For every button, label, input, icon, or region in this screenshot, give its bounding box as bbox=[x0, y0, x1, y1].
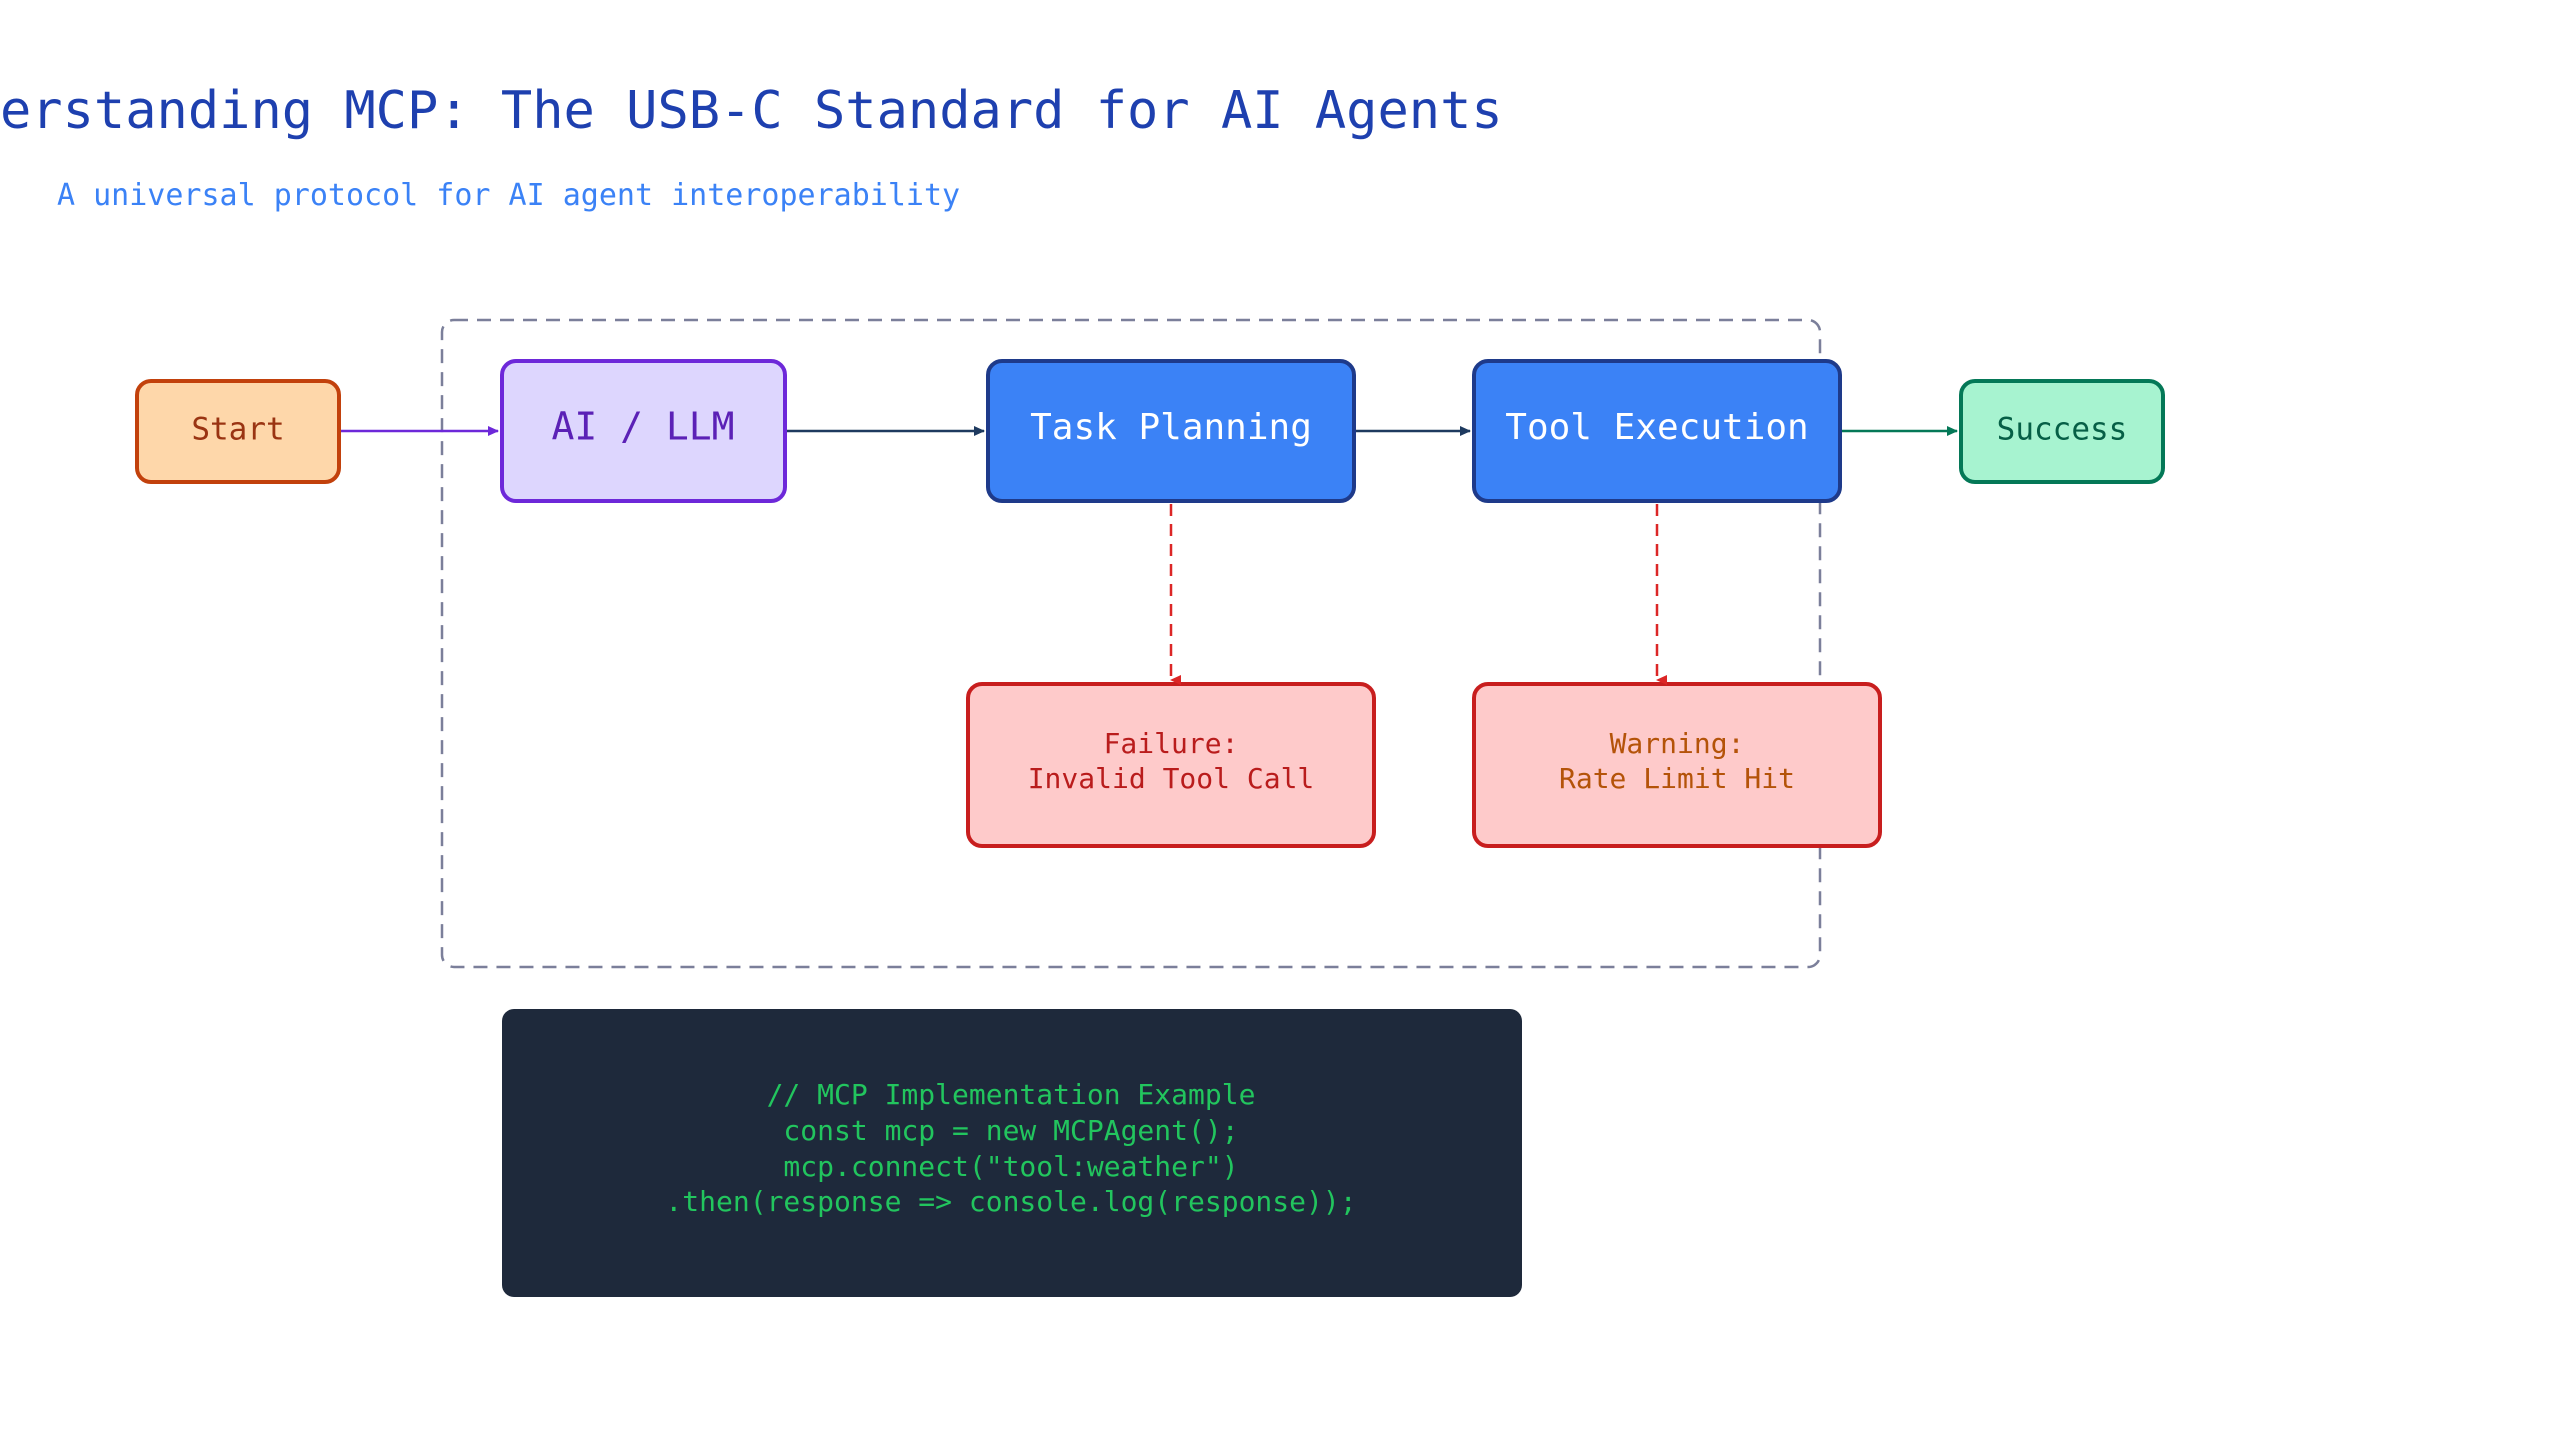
code-line-comment: // MCP Implementation Example bbox=[767, 1078, 1256, 1111]
tool-execution-node[interactable]: Tool Execution bbox=[1472, 359, 1842, 503]
warning-node[interactable]: Warning: Rate Limit Hit bbox=[1472, 682, 1882, 848]
page-title: erstanding MCP: The USB-C Standard for A… bbox=[0, 81, 1503, 141]
failure-node-detail: Invalid Tool Call bbox=[1028, 762, 1315, 795]
code-line-connect: mcp.connect("tool:weather") bbox=[783, 1150, 1238, 1183]
llm-node-label: AI / LLM bbox=[551, 405, 734, 449]
task-planning-node-label: Task Planning bbox=[1030, 407, 1312, 448]
start-node[interactable]: Start bbox=[135, 379, 341, 484]
failure-node[interactable]: Failure: Invalid Tool Call bbox=[966, 682, 1376, 848]
success-node-label: Success bbox=[1997, 412, 2128, 448]
llm-node[interactable]: AI / LLM bbox=[500, 359, 787, 503]
page-subtitle: A universal protocol for AI agent intero… bbox=[57, 178, 960, 213]
start-node-label: Start bbox=[191, 412, 284, 448]
code-line-then: .then(response => console.log(response))… bbox=[665, 1185, 1356, 1218]
code-example-block: // MCP Implementation Example const mcp … bbox=[502, 1009, 1522, 1297]
success-node[interactable]: Success bbox=[1959, 379, 2165, 484]
warning-node-title: Warning: bbox=[1610, 727, 1745, 760]
tool-execution-node-label: Tool Execution bbox=[1505, 407, 1808, 448]
warning-node-detail: Rate Limit Hit bbox=[1559, 762, 1795, 795]
agent-boundary-group bbox=[440, 318, 1822, 969]
code-line-constructor: const mcp = new MCPAgent(); bbox=[783, 1114, 1238, 1147]
failure-node-title: Failure: bbox=[1104, 727, 1239, 760]
task-planning-node[interactable]: Task Planning bbox=[986, 359, 1356, 503]
